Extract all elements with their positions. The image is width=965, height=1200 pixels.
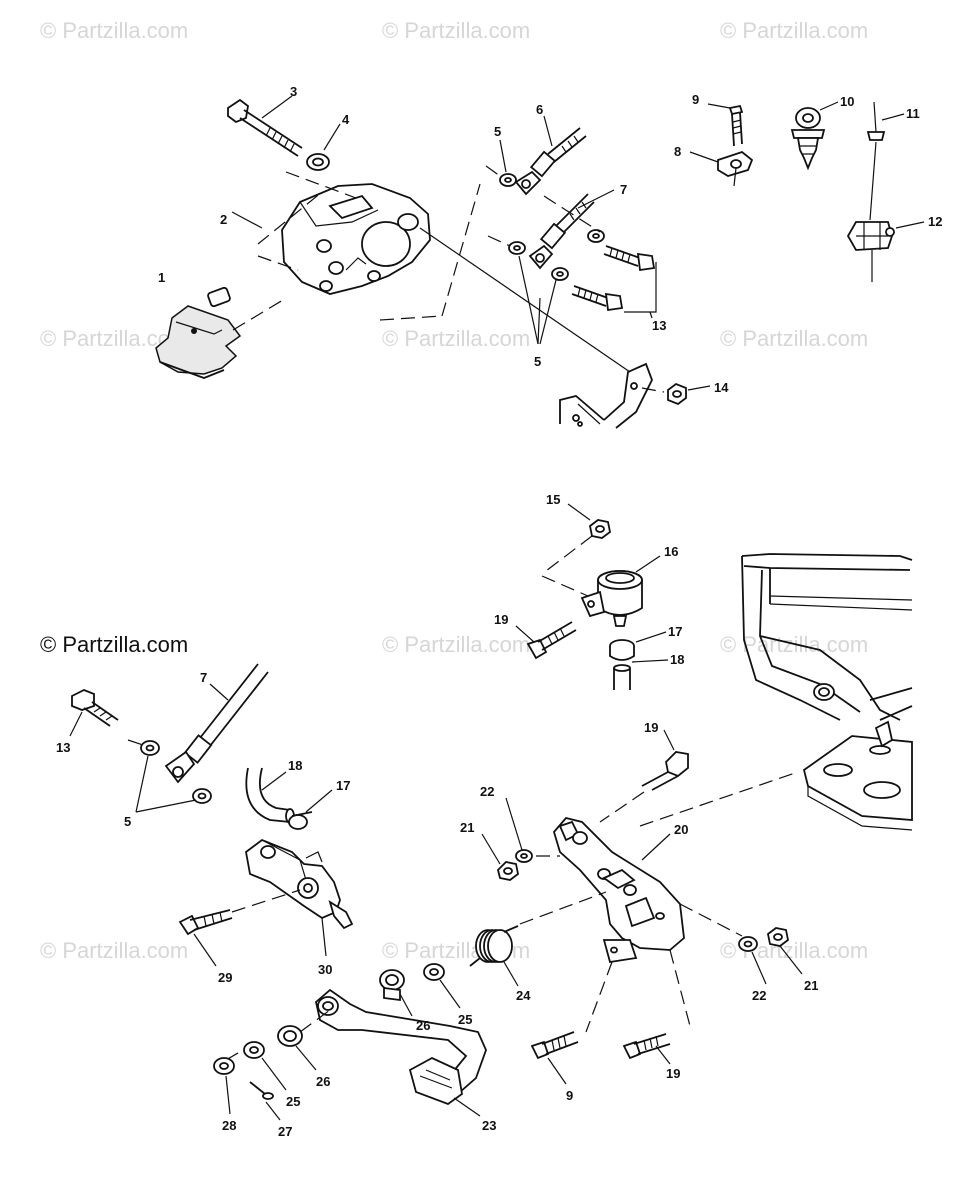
callout-8[interactable]: 8 (674, 144, 681, 159)
callout-20[interactable]: 20 (674, 822, 688, 837)
washer-part[interactable] (423, 963, 445, 981)
copyright-label: © Partzilla.com (40, 632, 189, 657)
callout-5[interactable]: 5 (124, 814, 131, 829)
washer-part[interactable] (499, 173, 517, 187)
callout-29[interactable]: 29 (218, 970, 232, 985)
flange-bolt-part[interactable] (71, 689, 119, 727)
hose-clamp-part[interactable] (288, 811, 313, 830)
callout-9[interactable]: 9 (566, 1088, 573, 1103)
banjo-bolt-part[interactable] (571, 285, 624, 312)
callout-1[interactable]: 1 (158, 270, 165, 285)
brake-pedal-part[interactable] (315, 988, 487, 1106)
clamp-screw-part[interactable] (728, 104, 744, 147)
caliper-bolt-part[interactable] (227, 98, 303, 157)
pivot-bolt-part[interactable] (622, 1033, 671, 1060)
brake-line-fitting-part[interactable] (528, 193, 595, 270)
bracket-bolt-part[interactable] (641, 751, 689, 791)
callout-25[interactable]: 25 (286, 1094, 300, 1109)
return-spring-part[interactable] (469, 925, 519, 967)
mounting-bolt-part[interactable] (526, 621, 577, 660)
callout-13[interactable]: 13 (56, 740, 70, 755)
callout-11[interactable]: 11 (906, 106, 920, 121)
banjo-bolt-part[interactable] (603, 245, 656, 272)
callout-14[interactable]: 14 (714, 380, 729, 395)
callout-28[interactable]: 28 (222, 1118, 236, 1133)
callout-26[interactable]: 26 (316, 1074, 330, 1089)
lock-nut-part[interactable] (497, 861, 519, 881)
callout-26[interactable]: 26 (416, 1018, 430, 1033)
callout-7[interactable]: 7 (620, 182, 627, 197)
callout-24[interactable]: 24 (516, 988, 531, 1003)
lock-nut-part[interactable] (767, 927, 789, 947)
callout-16[interactable]: 16 (664, 544, 678, 559)
callout-17[interactable]: 17 (336, 778, 350, 793)
callout-12[interactable]: 12 (928, 214, 942, 229)
callout-22[interactable]: 22 (480, 784, 494, 799)
brake-fluid-reservoir-part[interactable] (580, 570, 643, 627)
callout-21[interactable]: 21 (460, 820, 474, 835)
washer-part[interactable] (551, 267, 569, 281)
bracket-part[interactable] (559, 362, 653, 429)
callout-3[interactable]: 3 (290, 84, 297, 99)
brake-line-fitting-part[interactable] (514, 127, 587, 196)
callout-27[interactable]: 27 (278, 1124, 292, 1139)
washer-part[interactable] (213, 1057, 235, 1075)
push-rivet-clip-part[interactable] (790, 107, 826, 171)
washer-part[interactable] (140, 740, 160, 756)
cotter-pin-part[interactable] (249, 1081, 274, 1100)
caliper-body-part[interactable] (281, 183, 431, 295)
callout-30[interactable]: 30 (318, 962, 332, 977)
callout-17[interactable]: 17 (668, 624, 682, 639)
callout-7[interactable]: 7 (200, 670, 207, 685)
washer-part[interactable] (192, 788, 212, 804)
callout-22[interactable]: 22 (752, 988, 766, 1003)
callout-18[interactable]: 18 (288, 758, 302, 773)
washer-part[interactable] (306, 153, 330, 171)
callout-6[interactable]: 6 (536, 102, 543, 117)
master-cylinder-bolt-part[interactable] (178, 909, 233, 936)
pedal-pivot-plate-part[interactable] (552, 816, 685, 964)
pivot-bolt-part[interactable] (530, 1031, 579, 1060)
brake-line-part[interactable] (164, 663, 269, 784)
cable-tie-part[interactable] (866, 101, 886, 221)
washer-part[interactable] (515, 849, 533, 863)
brake-pad-part[interactable] (155, 286, 242, 379)
hose-clamp-part[interactable] (609, 639, 635, 661)
callout-9[interactable]: 9 (692, 92, 699, 107)
callout-5[interactable]: 5 (534, 354, 541, 369)
washer-part[interactable] (738, 936, 758, 952)
reservoir-hose-part[interactable] (613, 664, 631, 690)
callout-5[interactable]: 5 (494, 124, 501, 139)
callout-25[interactable]: 25 (458, 1012, 472, 1027)
lock-nut-part[interactable] (589, 519, 611, 539)
callout-2[interactable]: 2 (220, 212, 227, 227)
callout-13[interactable]: 13 (652, 318, 666, 333)
lock-nut-part[interactable] (667, 382, 687, 406)
callout-10[interactable]: 10 (840, 94, 854, 109)
reservoir-hose-part[interactable] (245, 767, 295, 824)
callout-19[interactable]: 19 (644, 720, 658, 735)
pivot-bushing-part[interactable] (379, 969, 405, 1002)
cable-holder-part[interactable] (846, 221, 895, 282)
washer-part[interactable] (243, 1041, 265, 1059)
frame-part[interactable] (741, 553, 913, 831)
pivot-bushing-part[interactable] (277, 1025, 303, 1047)
callout-21[interactable]: 21 (804, 978, 818, 993)
callout-15[interactable]: 15 (546, 492, 560, 507)
master-cylinder-part[interactable] (245, 838, 354, 930)
cable-clamp-part[interactable] (717, 150, 754, 187)
washer-part[interactable] (508, 241, 526, 255)
callout-18[interactable]: 18 (670, 652, 684, 667)
callout-19[interactable]: 19 (666, 1066, 680, 1081)
callout-23[interactable]: 23 (482, 1118, 496, 1133)
washer-part[interactable] (587, 229, 605, 243)
callout-4[interactable]: 4 (342, 112, 350, 127)
callout-19[interactable]: 19 (494, 612, 508, 627)
